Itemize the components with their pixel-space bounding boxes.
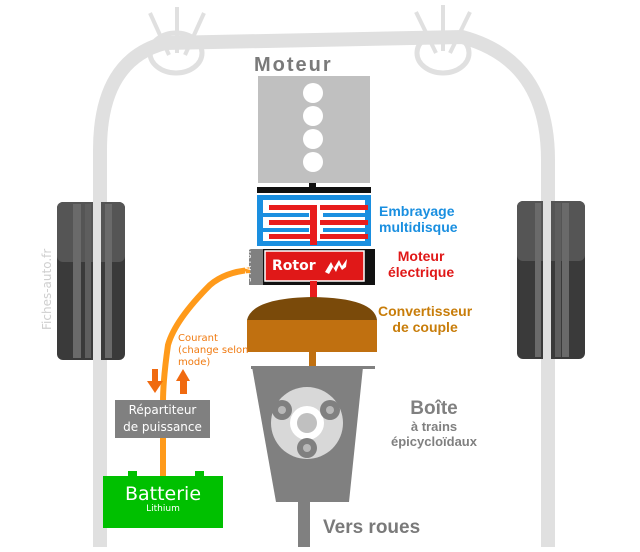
- clutch-label-line1: Embrayage: [379, 203, 455, 219]
- converter-label: Convertisseur de couple: [378, 303, 472, 335]
- converter-label-line1: Convertisseur: [378, 303, 473, 319]
- battery-terminal-left: [128, 471, 137, 477]
- lightning-icon: [325, 259, 347, 274]
- gearbox-label-line3: épicycloïdaux: [391, 433, 477, 449]
- electric-motor-label: Moteur électrique: [388, 248, 454, 280]
- distributor-label-line2: de puissance: [123, 420, 202, 434]
- electric-label-line1: Moteur: [397, 248, 445, 264]
- rotor-label: Rotor: [272, 258, 316, 274]
- gearbox-label-line1: Boîte: [410, 398, 458, 419]
- battery-terminal-right: [195, 471, 204, 477]
- tire-left: [57, 190, 125, 370]
- power-cable: [160, 267, 251, 478]
- output-shaft: [298, 502, 310, 547]
- stator: [249, 249, 263, 285]
- converter-dome: [247, 297, 377, 320]
- output-label: Vers roues: [323, 517, 421, 538]
- battery-label-line2: Lithium: [146, 504, 180, 514]
- engine-flange: [257, 187, 371, 193]
- battery-label: Batterie Lithium: [103, 484, 223, 514]
- stator-label: STATOR: [244, 247, 253, 282]
- arrow-down-icon: [147, 369, 163, 393]
- headlight-icon-right: [414, 5, 472, 76]
- rotor: [264, 250, 365, 282]
- watermark: Fiches-auto.fr: [40, 248, 54, 330]
- gearbox-label-line2: à trains: [410, 418, 458, 434]
- current-label-line2: (change selon: [178, 345, 249, 356]
- electric-label-line2: électrique: [388, 264, 455, 281]
- battery-body: [103, 476, 223, 528]
- converter-label-line2: de couple: [392, 319, 458, 336]
- engine-shaft: [309, 183, 316, 188]
- engine-label: Moteur: [254, 54, 333, 76]
- distributor-label-line1: Répartiteur: [128, 403, 197, 417]
- engine-cylinders: [303, 83, 323, 172]
- tire-right: [517, 190, 585, 370]
- gearbox-label: Boîte à trains épicycloïdaux: [380, 398, 488, 450]
- power-distributor: Répartiteur de puissance: [115, 400, 210, 438]
- current-label-line3: mode): [178, 357, 211, 368]
- arrow-up-icon: [176, 369, 190, 394]
- converter-body: [247, 320, 377, 352]
- gear-icon: [271, 387, 343, 459]
- clutch-label: Embrayage multidisque: [379, 203, 458, 235]
- current-label: Courant (change selon mode): [178, 333, 248, 369]
- headlight-icon-left: [147, 7, 206, 76]
- drive-shaft-red: [310, 281, 317, 298]
- clutch-assembly: [257, 195, 371, 246]
- clutch-label-line2: multidisque: [379, 219, 458, 236]
- battery-label-line1: Batterie: [124, 483, 202, 505]
- converter-shaft: [309, 352, 316, 367]
- current-label-line1: Courant: [178, 333, 218, 344]
